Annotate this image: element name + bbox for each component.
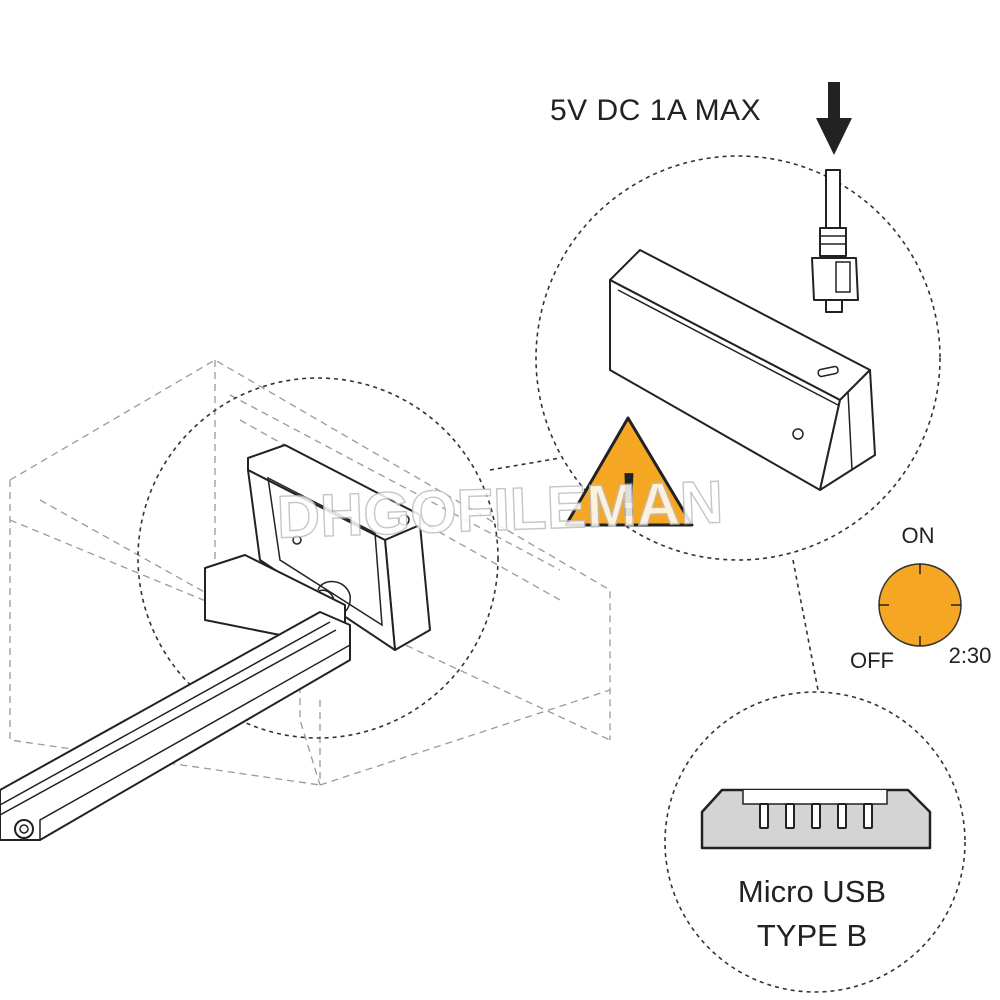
power-rating-label: 5V DC 1A MAX (550, 94, 761, 127)
leader-line-left (489, 457, 561, 471)
power-input-arrow (816, 82, 852, 155)
timer-duration-label: 2:30 (949, 643, 992, 668)
warning-triangle-icon: ! (564, 416, 694, 530)
micro-usb-plug (811, 169, 859, 313)
micro-usb-connector-icon (700, 788, 932, 850)
timer-off-label: OFF (850, 648, 894, 673)
timer-dial (878, 563, 962, 647)
led-end-cap-screw (14, 819, 34, 839)
warning-exclamation: ! (619, 461, 640, 530)
usb-pins (759, 803, 873, 829)
timer-dial-face (878, 563, 962, 647)
usb-type-label-line2: TYPE B (757, 918, 867, 953)
bracket-detail-circle (137, 377, 499, 739)
leader-line-bottom (792, 559, 819, 691)
led-profile-bar (0, 554, 351, 841)
usb-type-label-line1: Micro USB (738, 874, 886, 909)
watermark-text: DHGOFILEMAN (276, 468, 725, 551)
mounting-bracket (247, 444, 431, 651)
controller-detail-circle (535, 155, 941, 561)
usb-detail-circle (664, 691, 966, 993)
controller-box (609, 249, 876, 491)
timer-on-label: ON (902, 523, 935, 548)
